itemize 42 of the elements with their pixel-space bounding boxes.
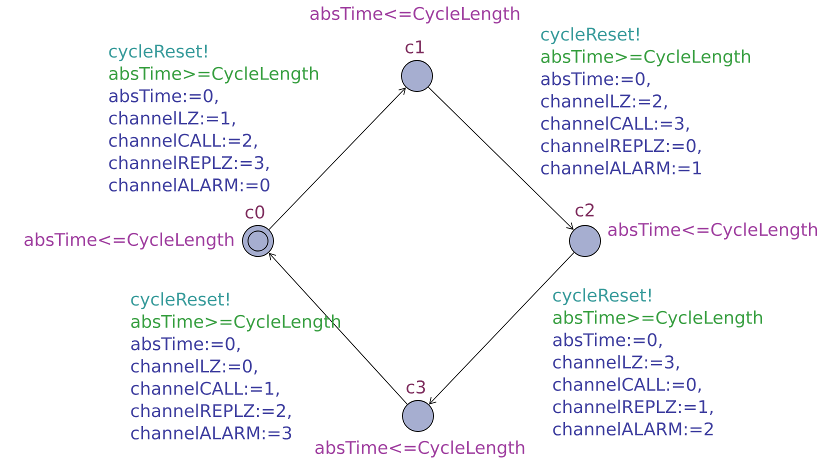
edge-label: channelLZ:=2, bbox=[541, 94, 667, 110]
edge-label: channelCALL:=0, bbox=[553, 377, 701, 393]
edge-label: cycleReset! bbox=[109, 44, 207, 62]
edge-label: absTime:=0, bbox=[541, 72, 650, 88]
invariant-label: absTime<=CycleLength bbox=[608, 222, 818, 240]
invariant-label: absTime<=CycleLength bbox=[24, 232, 234, 250]
edge-label: channelALARM:=3 bbox=[131, 426, 292, 440]
edge-label: cycleReset! absTime>=CycleLength absTime:=0, channelLZ:=2, channelCALL:=3, channelREPLZ:=0, channelALARM:=1 bbox=[541, 27, 750, 175]
location-name: c2 bbox=[576, 203, 594, 217]
edge-label: cycleReset! absTime>=CycleLength absTime:=0, channelLZ:=3, channelCALL:=0, channelREPLZ:=1, channelALARM:=2 bbox=[553, 288, 762, 436]
edge-label: absTime:=0, bbox=[553, 332, 662, 348]
arrow bbox=[428, 86, 574, 230]
edge-label: channelCALL:=1, bbox=[131, 381, 279, 397]
invariant-label: absTime<=CycleLength bbox=[315, 440, 524, 458]
edge-label: channelALARM:=0 bbox=[109, 178, 270, 192]
edge-label: absTime>=CycleLength bbox=[541, 50, 750, 66]
edge-label: channelCALL:=2, bbox=[109, 133, 257, 149]
edge-label: cycleReset! bbox=[131, 292, 229, 310]
arrow bbox=[429, 252, 574, 404]
edge-label: absTime>=CycleLength bbox=[109, 66, 318, 84]
location-name: c1 bbox=[406, 40, 424, 54]
location-name: c0 bbox=[246, 205, 264, 219]
edge-label: cycleReset! bbox=[553, 288, 651, 306]
arrow bbox=[268, 252, 408, 405]
edge-label: channelREPLZ:=2, bbox=[131, 404, 291, 420]
edge-label: cycleReset! bbox=[541, 27, 639, 44]
arrow bbox=[268, 87, 406, 230]
edge-label: channelREPLZ:=0, bbox=[541, 138, 701, 154]
edge-label: absTime:=0, bbox=[131, 336, 240, 352]
edge-label: absTime:=0, bbox=[109, 88, 218, 104]
location-name: c3 bbox=[406, 380, 425, 394]
edge-label: channelLZ:=0, bbox=[131, 359, 257, 374]
edge-label: channelCALL:=3, bbox=[541, 116, 689, 132]
edge-label: channelLZ:=1, bbox=[109, 111, 235, 126]
invariant-label: absTime<=CycleLength bbox=[310, 6, 520, 24]
edge-label: channelLZ:=3, bbox=[553, 355, 679, 370]
edge-label: channelALARM:=2 bbox=[553, 422, 713, 436]
edge-label: channelALARM:=1 bbox=[541, 161, 701, 175]
edge-label: cycleReset! absTime>=CycleLength absTime:=0, channelLZ:=1, channelCALL:=2, channelREPLZ:=3, channelALARM:=0 bbox=[109, 44, 318, 192]
edge-label: channelREPLZ:=3, bbox=[109, 156, 269, 172]
edge-label: channelREPLZ:=1, bbox=[553, 400, 713, 416]
edge-label: absTime>=CycleLength bbox=[553, 310, 762, 328]
